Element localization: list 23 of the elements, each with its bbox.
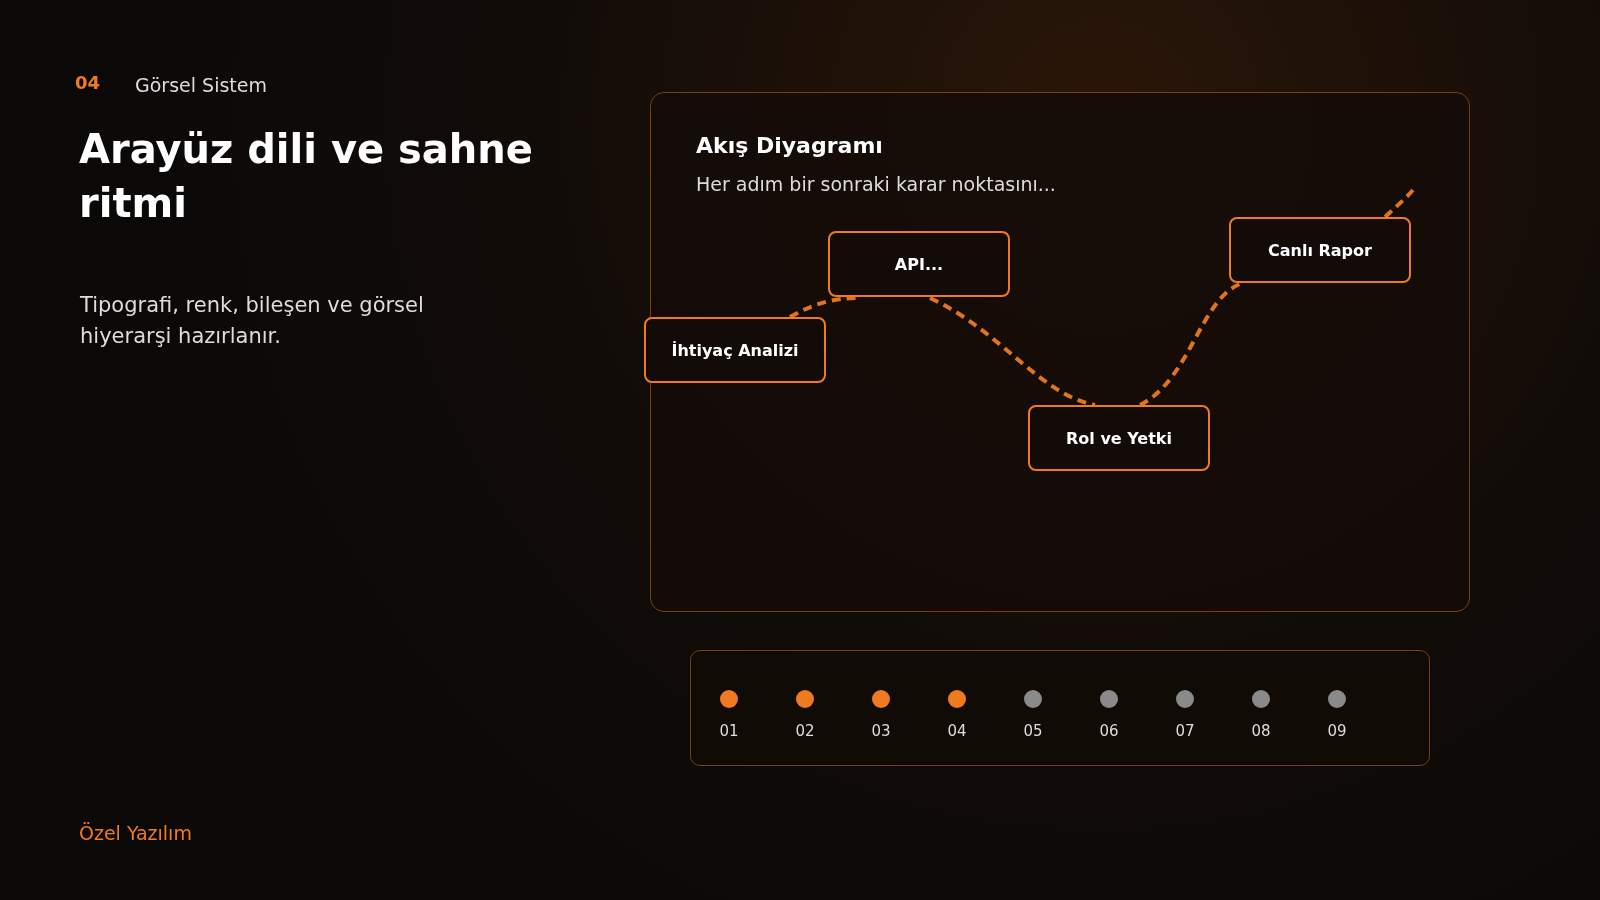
process-box: Canlı Rapor [1229,217,1411,283]
page-title: Arayüz dili ve sahne ritmi [79,125,534,228]
section-title: Görsel Sistem [135,74,267,96]
process-box: İhtiyaç Analizi [644,317,826,383]
process-box: Rol ve Yetki [1028,405,1210,471]
dashed-connector [1383,188,1415,219]
step-number: 03 [870,722,892,740]
step-number: 06 [1098,722,1120,740]
footer-text: Özel Yazılım [79,822,192,844]
description-text: Tipografi, renk, bileşen ve görsel hiyerarşi hazırlanır. [80,292,425,350]
step-number: 02 [794,722,816,740]
step-number: 04 [946,722,968,740]
section-number: 04 [75,72,101,93]
step-number: 09 [1326,722,1348,740]
card-heading: Akış Diyagramı [696,133,883,158]
step-number: 08 [1250,722,1272,740]
card-subtitle: Her adım bir sonraki karar noktasını... [696,173,1056,195]
dashed-connector [929,296,1096,407]
step-number: 01 [718,722,740,740]
process-box: API... [828,231,1010,297]
dashed-connector [1138,282,1241,407]
step-number: 05 [1022,722,1044,740]
step-number: 07 [1174,722,1196,740]
